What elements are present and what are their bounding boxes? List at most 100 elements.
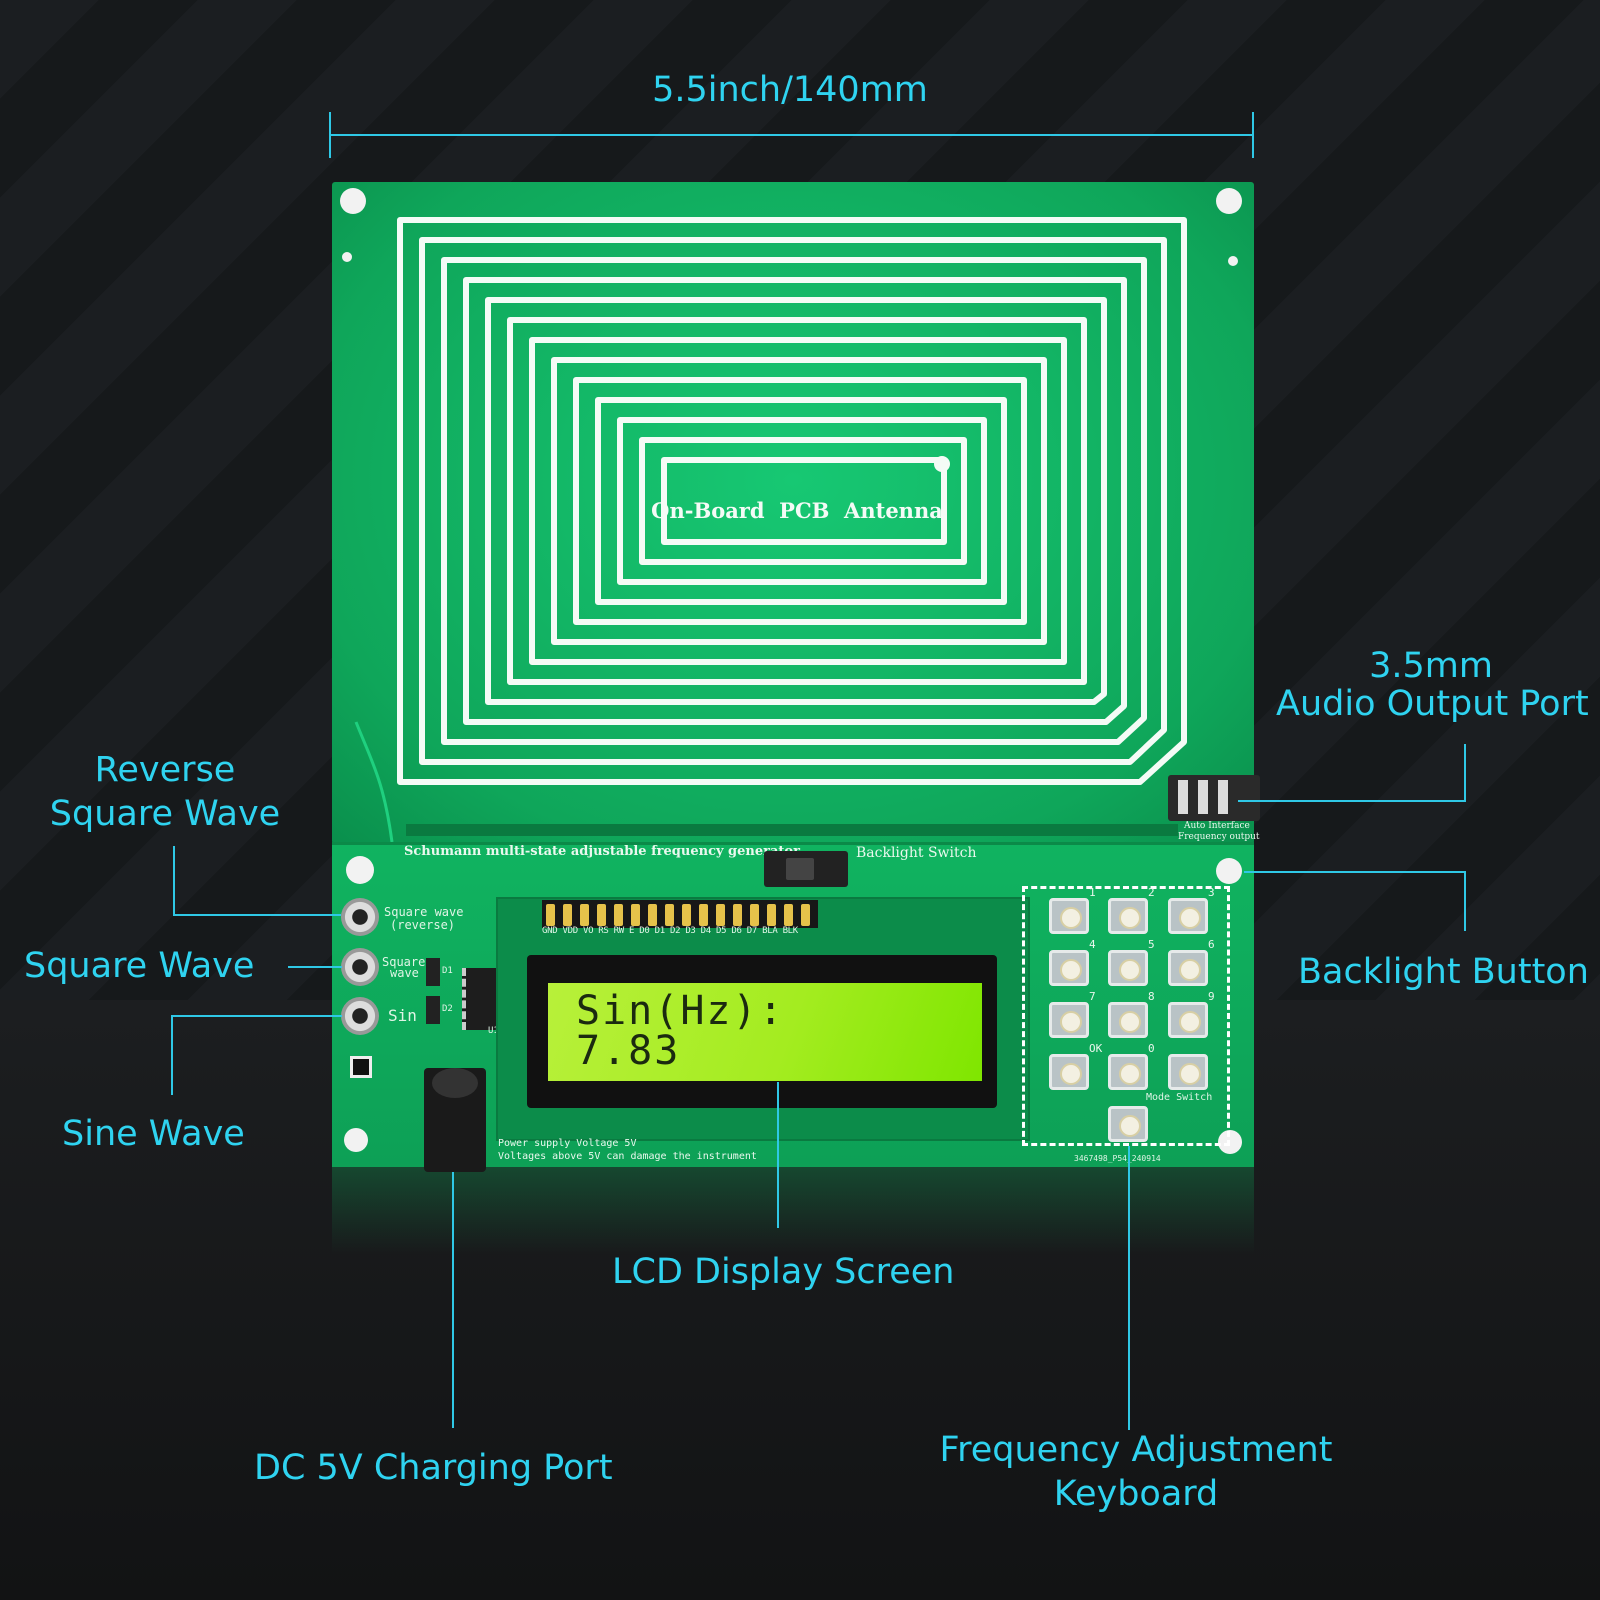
label-sin: Sin <box>388 1006 417 1025</box>
keypad-key[interactable] <box>1168 898 1208 934</box>
label-u1: U1 <box>488 1026 499 1036</box>
backlight-button[interactable] <box>1216 858 1242 884</box>
lcd-screen <box>548 983 982 1081</box>
keypad-key[interactable] <box>1108 898 1148 934</box>
mount-hole-mid-left <box>346 856 374 884</box>
callout-reverse-line2: Square Wave <box>49 794 281 834</box>
keypad-key[interactable] <box>1108 1054 1148 1090</box>
dc-jack-opening <box>432 1068 478 1098</box>
gnd-pad <box>350 1056 372 1078</box>
diode-d1 <box>426 958 440 986</box>
keypad-key-number: 5 <box>1148 938 1155 951</box>
pcb-reflection <box>332 1164 1254 1254</box>
antenna-label: On-Board PCB Antenna <box>651 498 943 523</box>
lcd-header-pin <box>614 904 623 926</box>
serial-number: 3467498_P54_240914 <box>1074 1154 1161 1163</box>
keypad-key[interactable] <box>1168 1002 1208 1038</box>
label-square-1: Square <box>382 955 426 969</box>
board-title: Schumann multi-state adjustable frequenc… <box>404 844 800 859</box>
callout-line-reverse-h <box>173 914 341 916</box>
callout-line-lcd <box>777 1082 779 1228</box>
label-square-reverse-1: Square wave <box>384 905 464 919</box>
lcd-header-pin <box>648 904 657 926</box>
lcd-header-pin <box>801 904 810 926</box>
lcd-header-pin <box>699 904 708 926</box>
callout-line-keyboard <box>1128 1146 1130 1430</box>
label-square-2: wave <box>390 966 419 980</box>
callout-sine-wave: Sine Wave <box>62 1114 245 1154</box>
callout-line-audio-v <box>1464 744 1466 802</box>
callout-reverse-line1: Reverse <box>94 750 236 790</box>
pcb-antenna-board: On-Board PCB Antenna <box>332 182 1254 844</box>
backlight-switch-label: Backlight Switch <box>856 845 977 861</box>
chip-u1 <box>462 968 500 1030</box>
mount-hole-bottom-right <box>1218 1130 1242 1154</box>
square-wave-reverse-jack[interactable] <box>341 898 379 936</box>
diode-d2 <box>426 996 440 1024</box>
power-warning-1: Power supply Voltage 5V <box>498 1138 637 1149</box>
backlight-switch-knob[interactable] <box>786 858 814 880</box>
keypad-key-number: 6 <box>1208 938 1215 951</box>
keypad-key-number: 2 <box>1148 886 1155 899</box>
keypad-key[interactable] <box>1108 950 1148 986</box>
lcd-header-pin <box>767 904 776 926</box>
callout-keyboard-line2: Keyboard <box>1053 1474 1219 1514</box>
callout-line-sine-v <box>171 1015 173 1095</box>
keypad-key[interactable] <box>1049 1002 1089 1038</box>
lcd-header-pin <box>563 904 572 926</box>
keypad-key[interactable] <box>1168 1054 1208 1090</box>
callout-keyboard-line1: Frequency Adjustment <box>939 1430 1333 1470</box>
label-d2: D2 <box>442 1004 453 1014</box>
callout-line-backlight-v <box>1464 871 1466 931</box>
keypad-key-number: 3 <box>1208 886 1215 899</box>
lcd-header-pin <box>665 904 674 926</box>
callout-lcd: LCD Display Screen <box>612 1252 955 1292</box>
lcd-line-2: 7.83 <box>576 1028 681 1074</box>
lcd-header-pin <box>784 904 793 926</box>
keyboard-outline <box>1022 886 1230 1146</box>
dimension-tick-left <box>329 112 331 158</box>
via-left <box>342 252 352 262</box>
pcb-antenna-coil <box>354 217 1187 843</box>
mount-hole-bottom-left <box>344 1128 368 1152</box>
keypad-key[interactable] <box>1049 898 1089 934</box>
keypad-key[interactable] <box>1168 950 1208 986</box>
callout-line-reverse-v <box>173 846 175 916</box>
dimension-line <box>330 134 1254 136</box>
audio-label-2: Frequency output <box>1178 832 1260 842</box>
callout-line-sine-h <box>171 1015 342 1017</box>
callout-audio-line2: Audio Output Port <box>1276 684 1589 724</box>
keypad-key-number: OK <box>1089 1042 1103 1055</box>
keypad-key[interactable] <box>1049 1054 1089 1090</box>
mount-hole-top-right <box>1216 188 1242 214</box>
sine-wave-jack[interactable] <box>341 997 379 1035</box>
keypad-key-number: 7 <box>1089 990 1096 1003</box>
mode-switch-label: Mode Switch <box>1146 1092 1213 1103</box>
lcd-header-pin <box>682 904 691 926</box>
mode-switch-key[interactable] <box>1108 1106 1148 1142</box>
lcd-header-pin <box>580 904 589 926</box>
lcd-header-pin <box>597 904 606 926</box>
square-wave-jack[interactable] <box>341 948 379 986</box>
lcd-header-pin <box>750 904 759 926</box>
audio-jack-pins <box>1178 780 1236 814</box>
via-right <box>1228 256 1238 266</box>
mount-hole-top-left <box>340 188 366 214</box>
pin-labels: GND VDD VO RS RW E D0 D1 D2 D3 D4 D5 D6 … <box>542 926 798 936</box>
keypad-key[interactable] <box>1049 950 1089 986</box>
lcd-line-1: Sin(Hz): <box>576 988 785 1034</box>
callout-backlight-button: Backlight Button <box>1298 952 1589 992</box>
audio-label-1: Auto Interface <box>1184 821 1250 831</box>
dimension-label: 5.5inch/140mm <box>652 70 928 110</box>
power-warning-2: Voltages above 5V can damage the instrum… <box>498 1151 757 1162</box>
callout-square-wave: Square Wave <box>24 946 255 986</box>
keypad-key-number: 4 <box>1089 938 1096 951</box>
keypad-key-number: 9 <box>1208 990 1215 1003</box>
antenna-divider <box>406 824 1178 836</box>
lcd-header-pin <box>733 904 742 926</box>
callout-line-dc <box>452 1172 454 1428</box>
keypad-key[interactable] <box>1108 1002 1148 1038</box>
label-square-reverse-2: (reverse) <box>390 918 456 932</box>
callout-dc-port: DC 5V Charging Port <box>254 1448 613 1488</box>
keypad-key-number: 0 <box>1148 1042 1155 1055</box>
